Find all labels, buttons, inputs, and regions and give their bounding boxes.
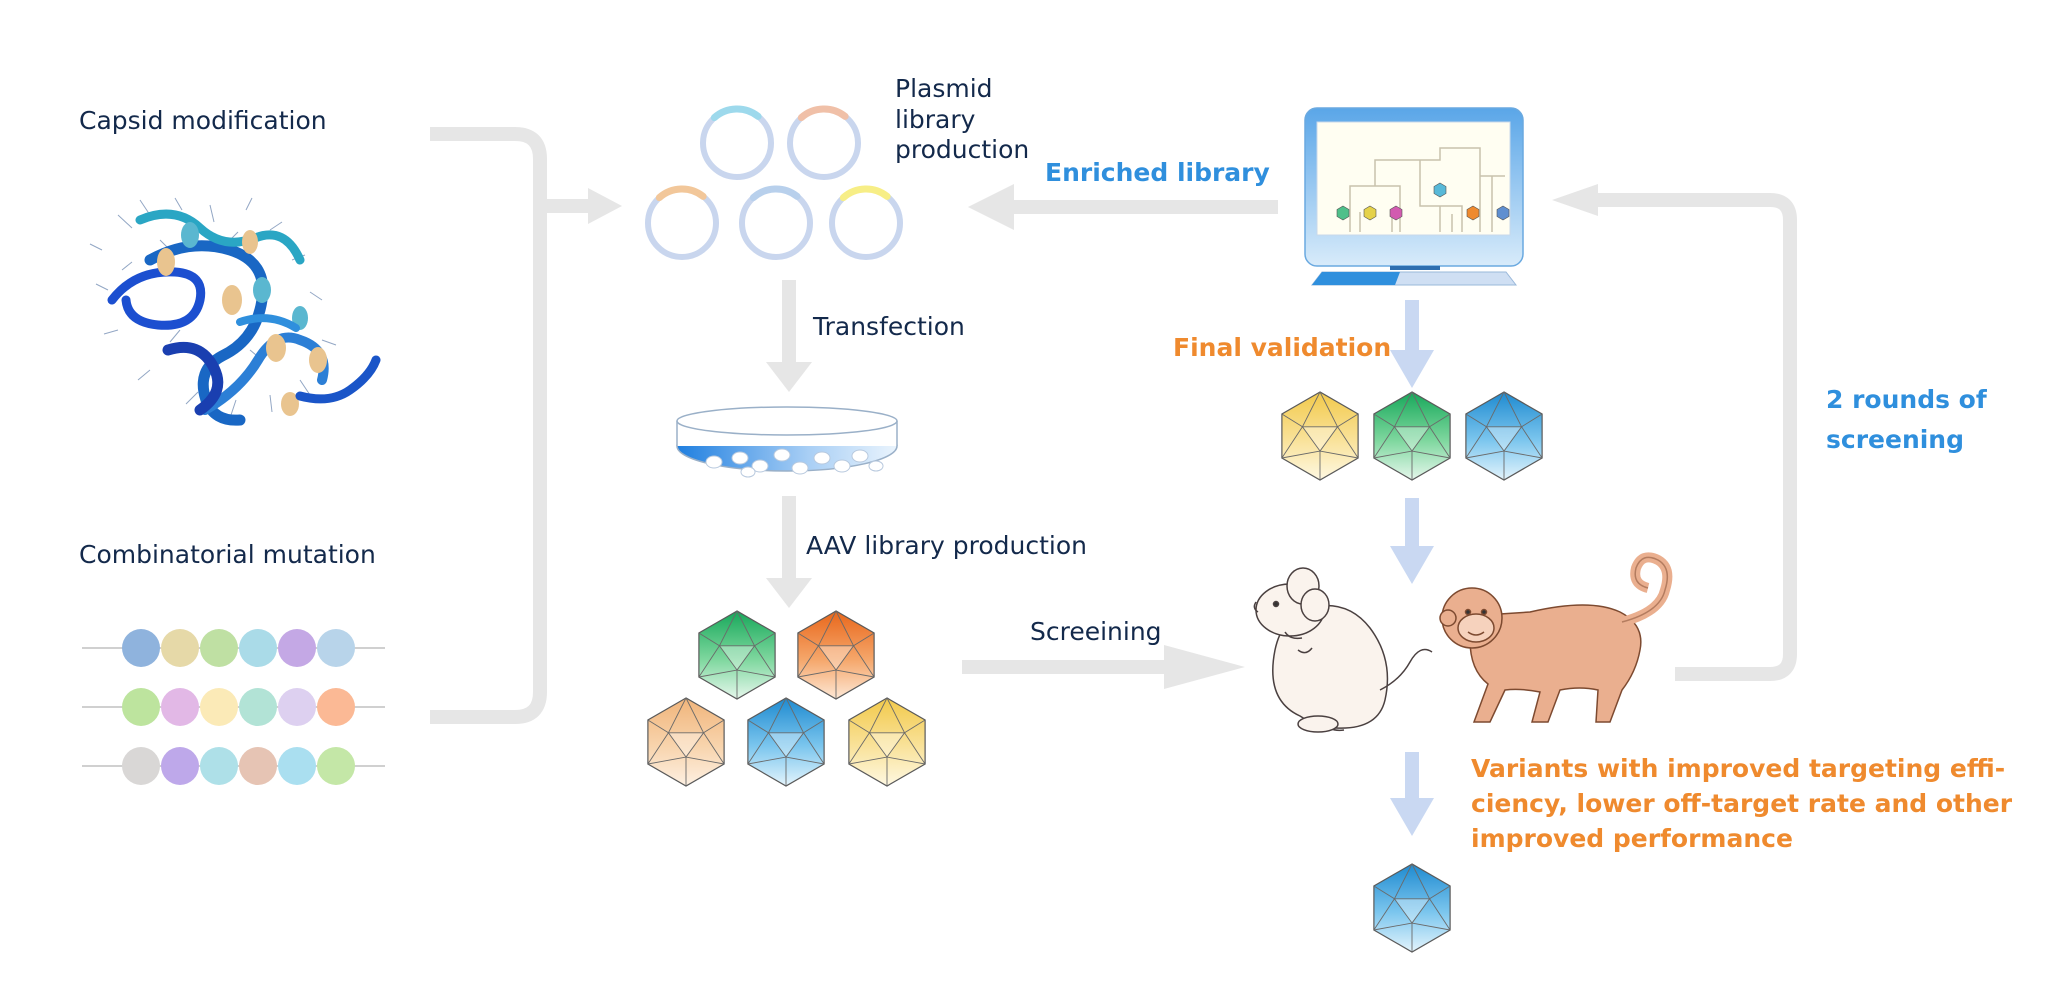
plasmid-library-label: Plasmid library production (895, 74, 1030, 164)
mutation-bead (161, 747, 199, 785)
mouse-illustration (1253, 567, 1433, 733)
mutation-bead-rows (82, 629, 385, 785)
mutation-bead (317, 688, 355, 726)
orange-capsid-icon (797, 610, 875, 700)
to-animals-arrow (1390, 498, 1434, 584)
mutation-bead (278, 629, 316, 667)
computer-monitor (1304, 107, 1524, 286)
aav-production-arrow (766, 496, 812, 608)
final-validation-label: Final validation (1173, 333, 1392, 362)
dendrogram-tags (1336, 182, 1510, 221)
plasmid-ring (829, 185, 903, 260)
mutation-bead (317, 629, 355, 667)
blue-capsid-icon (747, 697, 825, 787)
plasmid-ring (645, 185, 719, 260)
plasmid-library (645, 105, 903, 260)
mutation-bead (200, 629, 238, 667)
to-result-arrow (1390, 752, 1434, 836)
mutation-bead (239, 688, 277, 726)
plasmid-ring (700, 105, 774, 180)
transfection-label: Transfection (813, 312, 965, 341)
screening-arrow (962, 645, 1245, 689)
plasmid-ring (739, 185, 813, 260)
mutation-bead (122, 747, 160, 785)
combinatorial-mutation-label: Combinatorial mutation (79, 540, 376, 569)
rounds-loop-arrow (1590, 193, 1797, 681)
mutation-bead (161, 629, 199, 667)
screening-label: Screeining (1030, 617, 1162, 646)
mutation-bead (161, 688, 199, 726)
result-capsid (1373, 863, 1451, 953)
mutation-bead (122, 629, 160, 667)
final-validation-arrow (1390, 300, 1434, 388)
yellow-capsid-icon (1281, 391, 1359, 481)
mutation-bead (239, 747, 277, 785)
dendrogram-tag (1389, 205, 1403, 221)
blue-capsid-icon (1373, 863, 1451, 953)
dendrogram-tag (1466, 205, 1480, 221)
capsid-modification-label: Capsid modification (79, 106, 327, 135)
enriched-library-label: Enriched library (1045, 158, 1270, 187)
transfection-arrow (766, 280, 812, 392)
variants-result-label: Variants with improved targeting effi- c… (1471, 754, 2013, 853)
monkey-illustration (1439, 552, 1673, 723)
mutation-bead (317, 747, 355, 785)
yellow-capsid-icon (848, 697, 926, 787)
dendrogram-tag (1496, 205, 1510, 221)
rounds-loop-arrowhead (1552, 184, 1598, 216)
mutation-bead (278, 747, 316, 785)
dendrogram-tag (1363, 205, 1377, 221)
capsid-protein-structure (89, 197, 381, 426)
dendrogram-tag (1433, 182, 1447, 198)
mutation-bead (200, 688, 238, 726)
rounds-of-screening-label: 2 rounds of screening (1826, 385, 1987, 454)
petri-dish (676, 406, 898, 478)
green-capsid-icon (698, 610, 776, 700)
mutation-bead (122, 688, 160, 726)
blue-capsid-icon (1465, 391, 1543, 481)
plasmid-ring (787, 105, 861, 180)
validation-capsids (1281, 391, 1543, 481)
mutation-bead (200, 747, 238, 785)
aav-library-capsids (647, 610, 926, 787)
enriched-library-arrow (968, 184, 1278, 230)
aav-library-production-label: AAV library production (806, 531, 1087, 560)
mutation-bead (278, 688, 316, 726)
mutation-bead (239, 629, 277, 667)
dendrogram (1349, 147, 1505, 232)
bracket-connector (430, 127, 588, 724)
bracket-arrowhead (588, 188, 622, 224)
peach-capsid-icon (647, 697, 725, 787)
dendrogram-tag (1336, 205, 1350, 221)
green-capsid-icon (1373, 391, 1451, 481)
